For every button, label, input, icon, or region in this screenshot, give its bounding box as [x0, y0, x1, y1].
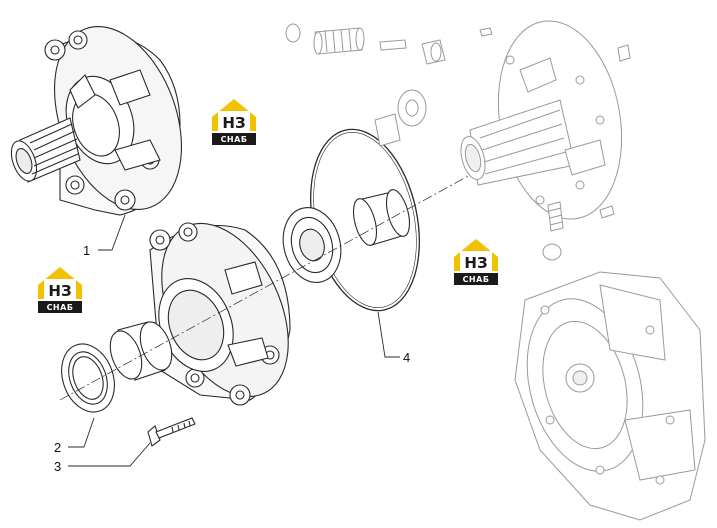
part-1-pump-housing: [10, 26, 183, 216]
logo-roof-window: [460, 251, 492, 271]
part-3-bolt: [147, 417, 196, 447]
assembly-axis: [59, 174, 471, 401]
leader-3: [68, 442, 151, 467]
watermark-logo: НЗ СНАБ: [212, 99, 256, 145]
watermark-logo: НЗ СНАБ: [38, 267, 82, 313]
pump-gear-outer: [282, 207, 342, 283]
callout-4: 4: [403, 350, 410, 365]
bushing: [109, 321, 173, 381]
logo-band: [38, 301, 82, 313]
logo-band: [212, 133, 256, 145]
logo-text-bottom: СНАБ: [221, 135, 248, 144]
logo-roof-window: [44, 279, 76, 299]
pump-housing-lower: [149, 222, 291, 406]
watermark-logo: НЗ СНАБ: [454, 239, 498, 285]
callout-1: 1: [83, 243, 90, 258]
logo-text-top: НЗ: [464, 254, 487, 272]
logo-text-top: НЗ: [222, 114, 245, 132]
leader-lines: [68, 214, 400, 467]
logo-text-bottom: СНАБ: [47, 303, 74, 312]
callout-3: 3: [54, 459, 61, 474]
logo-text-top: НЗ: [48, 282, 71, 300]
pump-ring: [352, 189, 411, 246]
background-components: [285, 20, 706, 521]
callout-2: 2: [54, 440, 61, 455]
logo-text-bottom: СНАБ: [463, 275, 490, 284]
logo-band: [454, 273, 498, 285]
leader-1: [98, 214, 126, 251]
logo-roof-window: [218, 111, 250, 131]
leader-4: [377, 311, 400, 358]
leader-2: [68, 417, 95, 448]
